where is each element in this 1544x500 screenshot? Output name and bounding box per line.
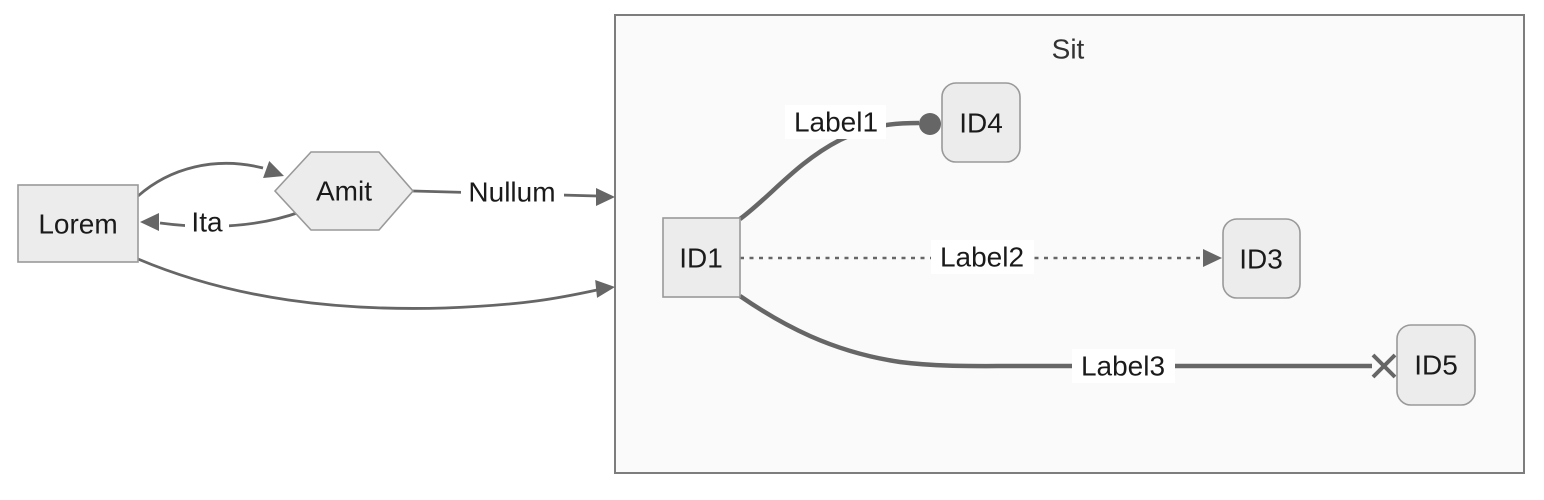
node-id5-shape xyxy=(1396,324,1476,406)
cluster-sit: Sit xyxy=(614,14,1525,474)
node-amit: Amit xyxy=(273,151,415,231)
edge-label-bg xyxy=(931,240,1034,274)
edge-lorem-amit-path xyxy=(137,161,264,198)
cluster-sit-boundary xyxy=(614,14,1525,474)
node-id5: ID5 xyxy=(1396,324,1476,406)
node-id3: ID3 xyxy=(1222,218,1301,299)
edge-lorem-sit-path xyxy=(137,257,598,310)
node-amit-shape xyxy=(273,151,415,231)
edge-lorem-sit xyxy=(137,257,615,310)
edge-amit-sit-arrowhead-icon xyxy=(596,188,615,206)
node-amit-label: Amit xyxy=(316,176,372,207)
node-lorem-shape xyxy=(17,184,139,263)
node-id4-label: ID4 xyxy=(959,108,1003,139)
edge-id1-id4-path xyxy=(738,120,920,221)
edge-label-bg xyxy=(1072,349,1175,383)
edge-id1-id5: Label3 xyxy=(738,294,1397,383)
edge-id1-id3-label: Label2 xyxy=(940,242,1024,273)
edge-id1-id5-cross-end-icon xyxy=(1371,353,1397,379)
edge-amit-lorem-path xyxy=(159,210,301,228)
edge-amit-lorem: Ita xyxy=(140,205,301,239)
edge-lorem-amit-arrowhead-icon xyxy=(263,161,284,178)
edge-lorem-sit-arrowhead-icon xyxy=(595,280,615,298)
edge-amit-sit: Nullum xyxy=(412,175,615,209)
node-id1-shape xyxy=(662,217,741,298)
edge-id1-id3: Label2 xyxy=(740,240,1222,274)
edge-id1-id5-path xyxy=(738,294,1372,369)
node-lorem: Lorem xyxy=(17,184,139,263)
edge-id1-id4-label: Label1 xyxy=(794,107,878,138)
edge-label-bg xyxy=(461,175,564,209)
node-id1-label: ID1 xyxy=(679,243,723,274)
edge-amit-lorem-label: Ita xyxy=(191,207,223,238)
edge-label-bg xyxy=(185,205,229,239)
node-id3-label: ID3 xyxy=(1239,244,1283,275)
edge-amit-lorem-arrowhead-icon xyxy=(140,213,159,231)
edge-id1-id4-circle-end-icon xyxy=(919,113,941,135)
edge-label-bg xyxy=(785,105,886,139)
cluster-sit-title: Sit xyxy=(1052,34,1085,65)
edge-id1-id4: Label1 xyxy=(738,105,941,221)
node-lorem-label: Lorem xyxy=(38,209,117,240)
node-id1: ID1 xyxy=(662,217,741,298)
edge-id1-id5-label: Label3 xyxy=(1081,351,1165,382)
edge-lorem-amit xyxy=(137,161,284,198)
node-id5-label: ID5 xyxy=(1414,350,1458,381)
node-id3-shape xyxy=(1222,218,1301,299)
edge-amit-sit-label: Nullum xyxy=(468,177,555,208)
node-id4-shape xyxy=(941,82,1021,163)
node-id4: ID4 xyxy=(941,82,1021,163)
edge-id1-id3-arrowhead-icon xyxy=(1203,249,1222,267)
